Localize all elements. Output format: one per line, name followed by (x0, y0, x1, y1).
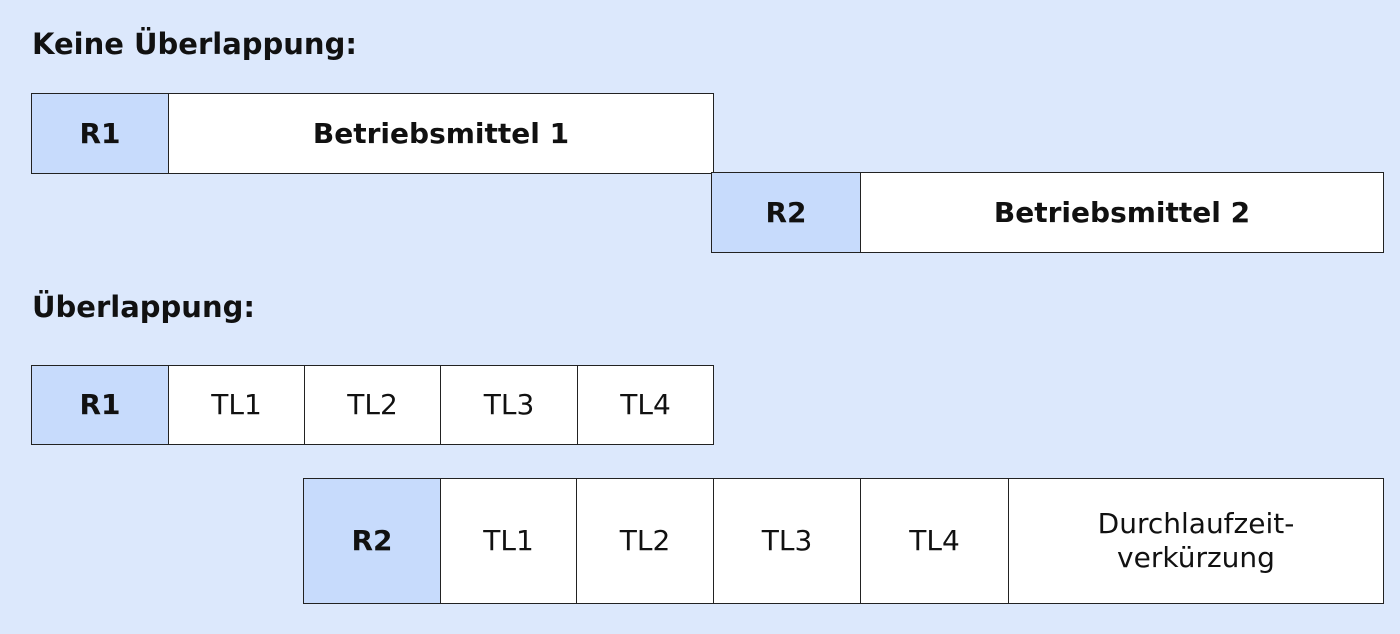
no-overlap-heading: Keine Überlappung: (32, 27, 357, 61)
part-cell-tl1: TL1 (169, 366, 305, 444)
no-overlap-row-1: R1 Betriebsmittel 1 (31, 93, 714, 174)
part-cell-tl4: TL4 (861, 479, 1009, 603)
part-cell-tl2: TL2 (305, 366, 441, 444)
resource-cell-r2: R2 (712, 173, 861, 252)
equipment-cell-2: Betriebsmittel 2 (993, 195, 1251, 229)
resource-cell-r1: R1 (32, 94, 169, 173)
lead-time-reduction-cell: Durchlaufzeit- verkürzung (1009, 479, 1383, 603)
overlap-heading: Überlappung: (32, 290, 255, 324)
equipment-cell-1: Betriebsmittel 1 (312, 116, 570, 150)
part-cell-tl2: TL2 (577, 479, 714, 603)
overlap-row-2: R2 TL1 TL2 TL3 TL4 Durchlaufzeit- verkür… (303, 478, 1384, 604)
resource-cell-r2: R2 (304, 479, 441, 603)
part-cell-tl3: TL3 (441, 366, 578, 444)
no-overlap-row-2: R2 Betriebsmittel 2 (711, 172, 1384, 253)
lead-time-reduction-line-1: Durchlaufzeit- (1097, 507, 1295, 541)
part-cell-tl4: TL4 (620, 388, 671, 422)
part-cell-tl3: TL3 (714, 479, 861, 603)
lead-time-reduction-line-2: verkürzung (1117, 541, 1275, 574)
overlap-row-1: R1 TL1 TL2 TL3 TL4 (31, 365, 714, 445)
part-cell-tl1: TL1 (441, 479, 577, 603)
resource-cell-r1: R1 (32, 366, 169, 444)
